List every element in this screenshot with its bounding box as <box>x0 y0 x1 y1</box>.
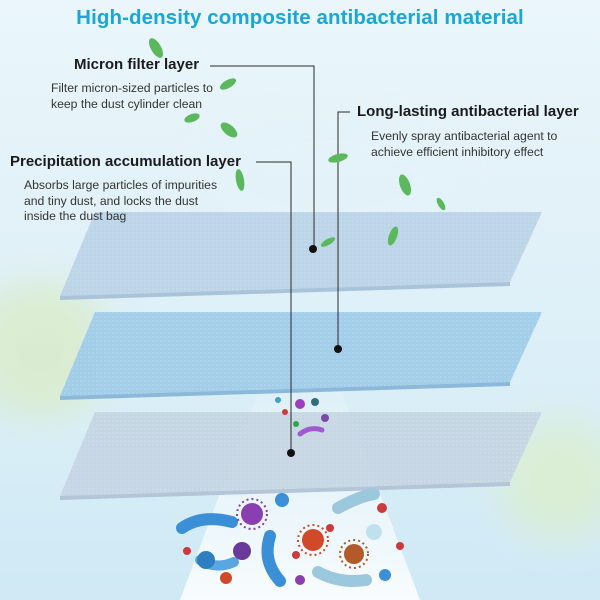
bacteria-icon <box>302 529 324 551</box>
micron-filter-description: Filter micron-sized particles to keep th… <box>51 81 213 111</box>
bacteria-icon <box>275 493 289 507</box>
leaf-icon <box>436 197 446 211</box>
small-particles <box>275 397 329 437</box>
leaf-icon <box>328 153 348 163</box>
antibacterial-sheet <box>60 312 542 400</box>
worm-particle <box>261 530 286 587</box>
floating-leaves <box>149 38 446 247</box>
worm-particle <box>332 488 380 514</box>
leaf-icon <box>149 38 163 58</box>
leaf-icon <box>184 113 200 123</box>
micron-filter-title: Micron filter layer <box>74 56 200 73</box>
precipitation-leader-line <box>256 161 292 452</box>
precipitation-leader-dot <box>287 449 295 457</box>
bacteria-icon <box>241 503 263 525</box>
antibacterial-description: Evenly spray antibacterial agent to achi… <box>371 129 558 159</box>
bacteria-icon <box>344 544 364 564</box>
bacteria-icon <box>321 414 329 422</box>
leaf-icon <box>398 174 412 196</box>
bacteria-icon <box>326 524 334 532</box>
worm-particle <box>176 513 238 534</box>
bacteria-icon <box>396 542 404 550</box>
worm-particle <box>297 426 325 437</box>
bacteria-icon <box>292 551 300 559</box>
bacteria-icon <box>311 398 319 406</box>
precipitation-description: Absorbs large particles of impurities an… <box>24 178 218 223</box>
bacteria-icon <box>297 524 329 556</box>
bacteria-icon <box>295 575 305 585</box>
bacteria-icon <box>377 503 387 513</box>
bacteria-icon <box>293 421 299 427</box>
precipitation-title: Precipitation accumulation layer <box>10 153 241 170</box>
large-particles <box>176 488 404 587</box>
antibacterial-leader-line <box>337 111 350 348</box>
bacteria-icon <box>183 547 191 555</box>
leaf-icon <box>320 237 336 247</box>
micron-filter-sheet <box>60 212 542 300</box>
bacteria-icon <box>366 524 382 540</box>
precipitation-sheet <box>60 412 542 500</box>
leaf-icon <box>235 169 245 191</box>
bacteria-icon <box>379 569 391 581</box>
antibacterial-title: Long-lasting antibacterial layer <box>357 103 579 120</box>
bacteria-icon <box>282 409 288 415</box>
bacteria-icon <box>339 539 369 569</box>
worm-particle <box>312 566 372 587</box>
bacteria-icon <box>275 397 281 403</box>
leaf-icon <box>387 226 399 246</box>
bacteria-icon <box>295 399 305 409</box>
micron-leader-line <box>210 65 315 248</box>
leaf-icon <box>220 122 238 138</box>
bacteria-icon <box>236 498 268 530</box>
leaf-icon <box>219 78 237 90</box>
bacteria-icon <box>220 572 232 584</box>
page-title: High-density composite antibacterial mat… <box>76 6 524 29</box>
micron-leader-dot <box>309 245 317 253</box>
bacteria-icon <box>197 551 215 569</box>
antibacterial-leader-dot <box>334 345 342 353</box>
bacteria-icon <box>233 542 251 560</box>
